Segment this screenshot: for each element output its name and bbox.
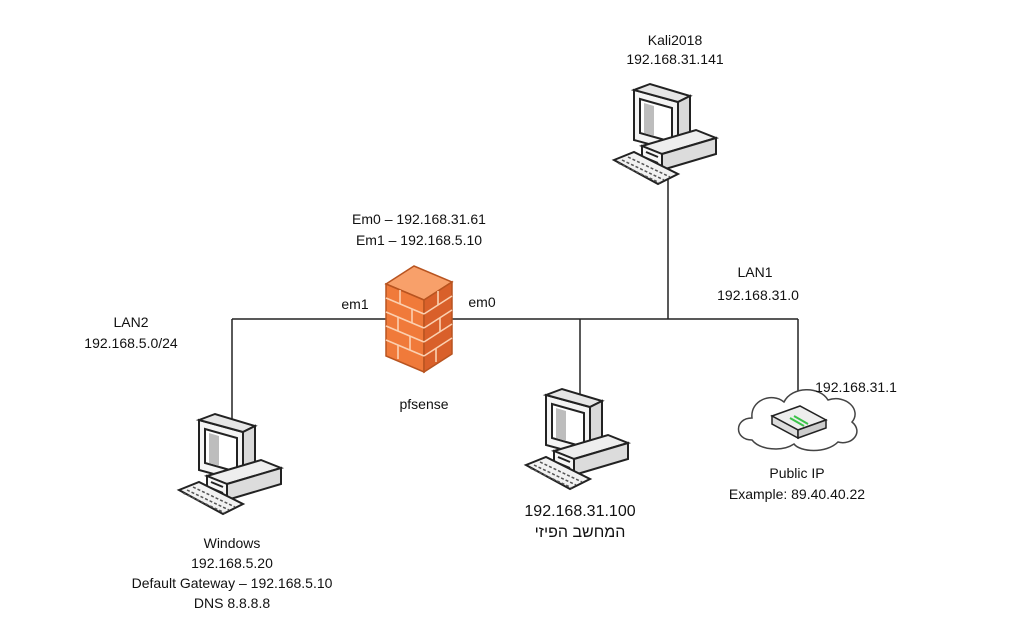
network-links [231, 175, 799, 420]
physical-pc-ip: 192.168.31.100 [524, 503, 636, 520]
router-cloud-icon [737, 389, 858, 452]
desktop-computer-icon [525, 388, 629, 490]
desktop-computer-icon [613, 83, 717, 185]
firewall-name: pfsense [399, 396, 449, 412]
windows-gateway: Default Gateway – 192.168.5.10 [131, 575, 333, 591]
desktop-computer-icon [178, 413, 282, 515]
public-ip-example: Example: 89.40.40.22 [728, 486, 866, 502]
windows-ip: 192.168.5.20 [191, 555, 273, 571]
kali-name: Kali2018 [647, 32, 703, 48]
lan2-subnet: 192.168.5.0/24 [84, 335, 178, 351]
windows-dns: DNS 8.8.8.8 [193, 595, 271, 611]
firewall-icon [384, 265, 454, 374]
firewall-em0-address: Em0 – 192.168.31.61 [352, 211, 486, 227]
windows-name: Windows [203, 535, 261, 551]
lan1-subnet: 192.168.31.0 [717, 287, 799, 303]
firewall-em1-address: Em1 – 192.168.5.10 [355, 232, 483, 248]
kali-ip: 192.168.31.141 [626, 51, 724, 67]
lan1-name: LAN1 [737, 264, 773, 280]
public-ip-label: Public IP [769, 465, 825, 481]
port-em0-label: em0 [468, 294, 496, 310]
router-ip: 192.168.31.1 [815, 379, 897, 395]
lan2-name: LAN2 [113, 314, 149, 330]
physical-pc-name: המחשב הפיזי [534, 524, 626, 541]
port-em1-label: em1 [341, 296, 369, 312]
